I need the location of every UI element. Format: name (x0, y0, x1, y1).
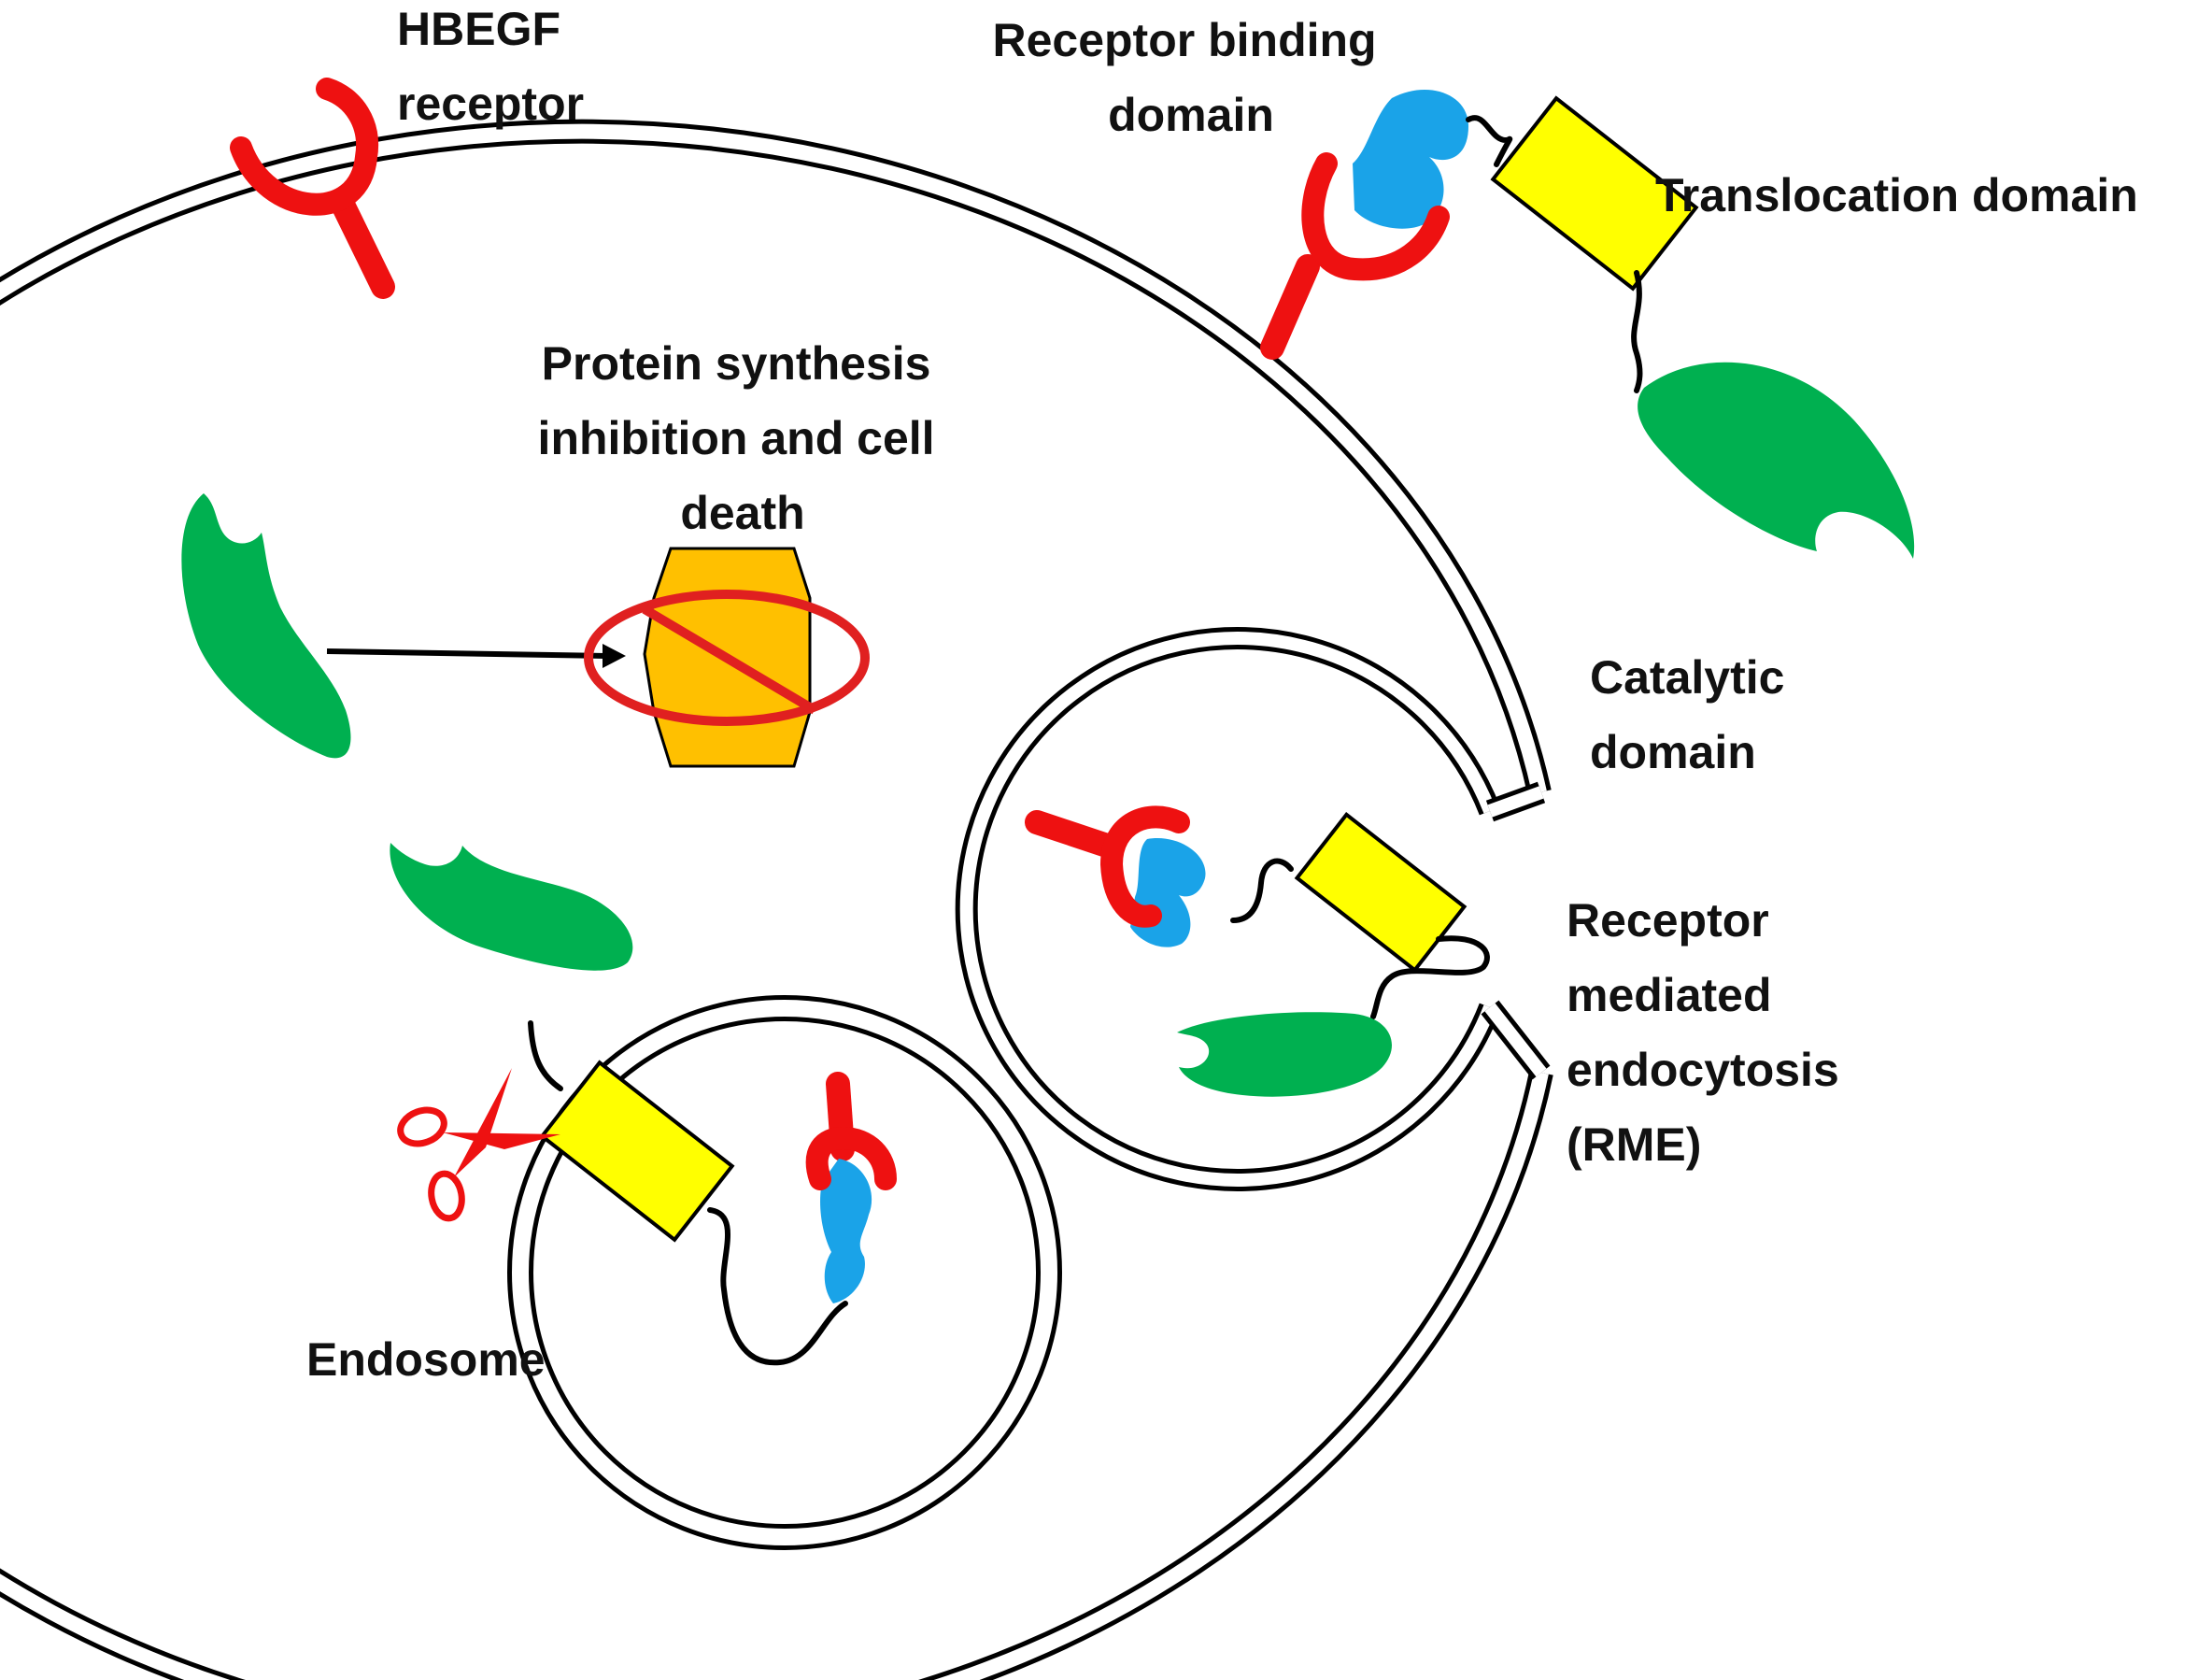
cytosol-catalytic-domain-2 (390, 843, 633, 971)
pit-catalytic-domain-shape (1177, 1012, 1392, 1097)
label-catalytic-domain: Catalytic domain (1590, 651, 1797, 778)
catalytic-domain-shape (1638, 362, 1915, 559)
scissors-icon (397, 1068, 560, 1222)
label-receptor-binding-domain: Receptor binding domain (992, 14, 1389, 141)
receptor-binding-domain-shape (1353, 90, 1468, 229)
receptor-bound-toxin (1260, 90, 1915, 559)
endosome (507, 995, 1062, 1550)
label-hbegf-receptor: HBEGF receptor (397, 3, 584, 130)
translocation-domain-shape (1490, 95, 1699, 292)
pit-translocation-domain-shape (1294, 812, 1468, 973)
endosome-binding-domain-shape (820, 1159, 872, 1303)
endocytic-pit (955, 627, 1551, 1191)
hbegf-receptor-free (230, 78, 395, 299)
ribosome-inhibited (584, 547, 870, 768)
label-rme: Receptor mediated endocytosis (RME) (1567, 894, 1852, 1171)
pit-binding-domain-shape (1130, 838, 1206, 947)
no-symbol-icon (584, 590, 870, 726)
pit-receptor-complex (1025, 805, 1490, 1097)
label-endosome: Endosome (306, 1333, 546, 1386)
label-protein-synthesis: Protein synthesis inhibition and cell de… (538, 337, 948, 539)
cytosol-catalytic-domain-1 (181, 493, 351, 759)
endosome-translocation-domain-shape (539, 1060, 735, 1243)
inhibition-arrow (326, 644, 626, 668)
label-translocation-domain: Translocation domain (1655, 169, 2138, 221)
cell-membrane (0, 119, 1553, 1680)
endosome-receptor-complex (528, 1020, 897, 1366)
